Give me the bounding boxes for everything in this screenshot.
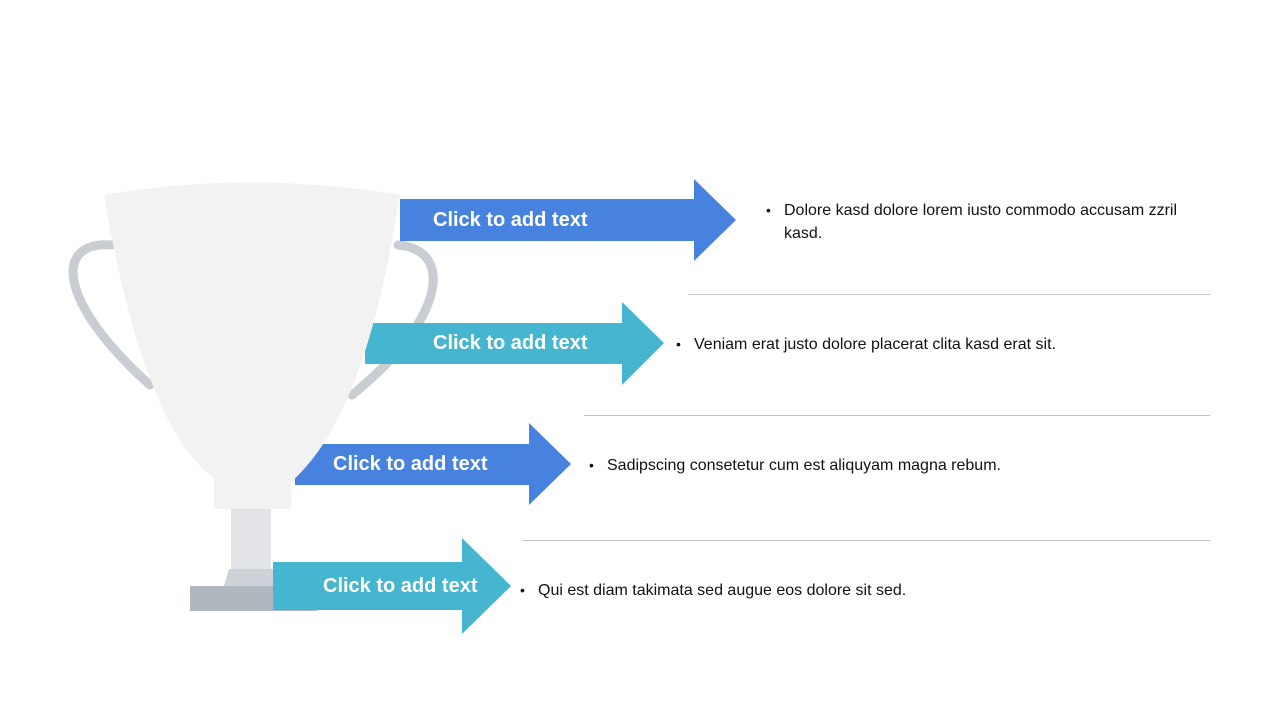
arrow-label-4[interactable]: Click to add text xyxy=(323,575,478,597)
trophy-cup xyxy=(104,182,400,509)
trophy-foot xyxy=(223,569,279,589)
trophy-left-handle xyxy=(68,240,155,390)
arrow-shape-1[interactable] xyxy=(400,179,736,261)
bullet-item-4: • Qui est diam takimata sed augue eos do… xyxy=(520,579,1170,602)
bullet-dot: • xyxy=(676,336,681,352)
bullet-dot: • xyxy=(766,202,771,218)
arrow-shape-4[interactable] xyxy=(273,538,511,634)
bullet-item-2: • Veniam erat justo dolore placerat clit… xyxy=(676,333,1196,356)
divider-2 xyxy=(584,415,1210,416)
arrow-label-3[interactable]: Click to add text xyxy=(333,453,488,475)
arrow-shape-3[interactable] xyxy=(295,423,571,505)
arrow-shape-2[interactable] xyxy=(365,302,664,385)
bullet-item-3: • Sadipscing consetetur cum est aliquyam… xyxy=(589,454,1189,477)
trophy-right-handle xyxy=(347,240,438,400)
arrow-label-1[interactable]: Click to add text xyxy=(433,209,588,231)
bullet-dot: • xyxy=(520,582,525,598)
bullet-item-1: • Dolore kasd dolore lorem iusto commodo… xyxy=(766,199,1206,245)
bullet-text-1[interactable]: Dolore kasd dolore lorem iusto commodo a… xyxy=(784,202,1178,242)
arrow-label-2[interactable]: Click to add text xyxy=(433,332,588,354)
bullet-text-3[interactable]: Sadipscing consetetur cum est aliquyam m… xyxy=(607,457,1001,474)
bullet-text-2[interactable]: Veniam erat justo dolore placerat clita … xyxy=(694,336,1056,353)
trophy-stem xyxy=(231,505,271,571)
bullet-text-4[interactable]: Qui est diam takimata sed augue eos dolo… xyxy=(538,582,907,599)
bullet-dot: • xyxy=(589,457,594,473)
divider-3 xyxy=(522,540,1210,541)
divider-1 xyxy=(688,294,1210,295)
